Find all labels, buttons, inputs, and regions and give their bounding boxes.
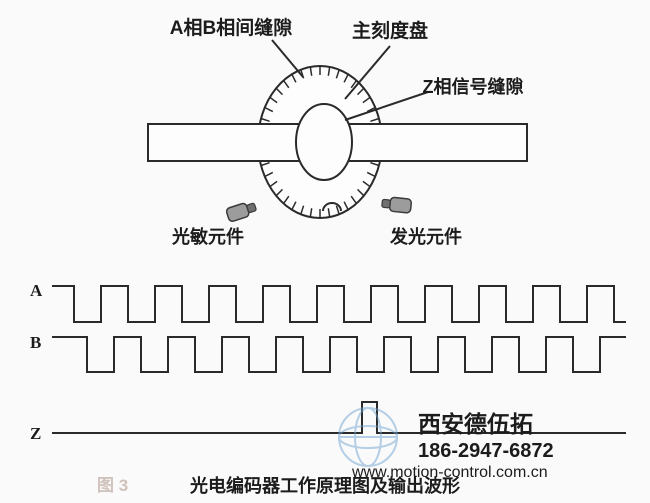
emitter-lens: [381, 198, 391, 209]
disc-tick: [260, 161, 270, 167]
watermark-website: www.motion-control.com.cn: [351, 464, 548, 481]
disc-tick: [264, 171, 274, 178]
leader-line-main-disc: [344, 45, 391, 100]
leader-line-z-gap: [344, 91, 429, 121]
disc-tick: [350, 195, 358, 204]
disc-tick: [335, 205, 340, 215]
disc-tick: [282, 80, 290, 89]
disc-tick: [291, 73, 297, 83]
encoder-assembly: A相B相间缝隙 主刻度盘 Z相信号缝隙 光敏元件 发光元件: [147, 16, 528, 247]
disc-tick: [269, 96, 278, 104]
disc-tick: [343, 201, 349, 211]
disc-tick: [309, 208, 313, 218]
disc-tick: [366, 106, 376, 113]
photo-sensor-body: [225, 202, 250, 223]
waveform-z: [52, 401, 626, 434]
disc-tick: [260, 117, 270, 123]
watermark-phone: 186-2947-6872: [418, 440, 554, 462]
disc-tick: [362, 180, 371, 188]
figure-number: 图 3: [97, 476, 128, 495]
disc-tick: [362, 96, 371, 104]
waveforms: A B Z: [30, 281, 626, 443]
caption-row: 图 3 光电编码器工作原理图及输出波形: [97, 475, 460, 496]
photo-sensor-icon: [225, 202, 257, 223]
disc-tick: [343, 73, 349, 83]
figure-caption: 光电编码器工作原理图及输出波形: [189, 475, 460, 496]
disc-tick: [264, 106, 274, 113]
disc-hub-hole: [295, 103, 353, 181]
disc-tick: [350, 80, 358, 89]
disc-tick: [370, 117, 380, 123]
leader-line-ab-gap: [271, 39, 304, 78]
disc-tick: [300, 205, 305, 215]
waveform-b: [52, 336, 626, 373]
globe-logo-icon: [338, 407, 398, 467]
disc-tick: [335, 69, 340, 79]
disc-tick: [275, 188, 284, 197]
disc-tick: [309, 66, 313, 76]
label-ab-gap: A相B相间缝隙: [170, 16, 292, 39]
label-emitter: 发光元件: [389, 226, 462, 247]
disc-tick: [356, 87, 365, 96]
disc-tick: [269, 180, 278, 188]
disc-tick: [291, 201, 297, 211]
disc-tick: [327, 208, 331, 218]
waveform-label-b: B: [30, 333, 41, 352]
waveform-label-z: Z: [30, 424, 41, 443]
disc-tick: [275, 87, 284, 96]
disc-tick: [370, 161, 380, 167]
label-main-disc: 主刻度盘: [352, 19, 428, 42]
emitter-icon: [381, 196, 413, 214]
label-photo-sensor: 光敏元件: [171, 226, 244, 247]
disc-tick: [327, 66, 331, 76]
disc-tick: [366, 171, 376, 178]
watermark-company: 西安德伍拓: [418, 411, 533, 437]
waveform-label-a: A: [30, 281, 43, 300]
label-z-gap: Z相信号缝隙: [423, 76, 524, 97]
z-slot-notch: [322, 202, 342, 212]
waveform-a: [52, 285, 626, 323]
emitter-body: [388, 196, 413, 214]
disc-tick: [356, 188, 365, 197]
photo-sensor-lens: [246, 202, 257, 214]
watermark: 西安德伍拓 186-2947-6872 www.motion-control.c…: [338, 407, 554, 481]
disc-tick: [282, 195, 290, 204]
